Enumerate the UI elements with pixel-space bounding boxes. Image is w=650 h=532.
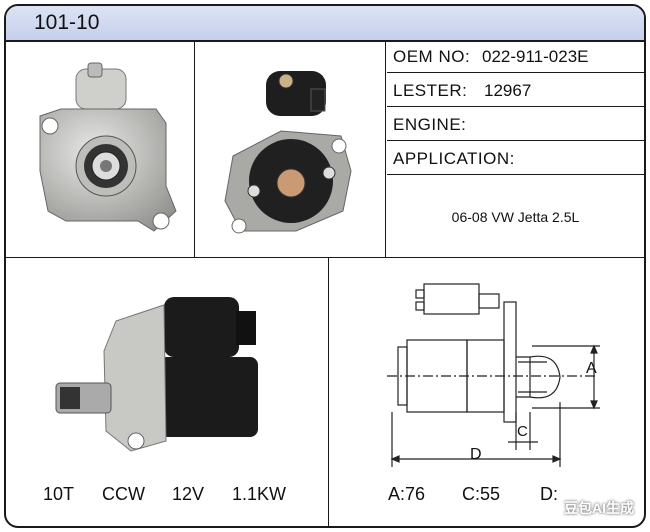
dim-label-a: A [586, 360, 597, 377]
oem-label: OEM NO: [393, 47, 471, 66]
divider [6, 257, 644, 258]
oem-row: OEM NO: 022-911-023E [387, 40, 644, 73]
application-value: 06-08 VW Jetta 2.5L [451, 209, 580, 225]
lester-label: LESTER: [393, 81, 468, 100]
application-label: APPLICATION: [393, 149, 515, 168]
dimension-a: A:76 [388, 484, 426, 504]
starter-side-view-photo [55, 297, 258, 452]
oem-value: 022-911-023E [482, 47, 589, 66]
teeth-count: 10T [43, 484, 75, 504]
engine-label: ENGINE: [393, 115, 467, 134]
divider [194, 40, 195, 258]
header-bar: 101-10 [6, 6, 644, 42]
part-code: 101-10 [34, 11, 100, 34]
lester-row: LESTER: 12967 [387, 74, 644, 107]
voltage-rating: 12V [172, 484, 205, 504]
dimension-c: C:55 [462, 484, 501, 504]
dim-label-c: C [517, 423, 528, 440]
rotation-direction: CCW [102, 484, 145, 504]
starter-dimension-drawing [387, 283, 600, 467]
dimension-d: D: [540, 484, 558, 504]
starter-rear-view-photo [224, 71, 352, 234]
watermark: 豆包AI生成 [564, 500, 634, 516]
power-rating: 1.1KW [232, 484, 287, 504]
application-row: APPLICATION: [387, 142, 644, 175]
engine-row: ENGINE: [387, 108, 644, 141]
divider [328, 257, 329, 526]
product-card: 101-10 OEM NO: 022 [4, 4, 646, 528]
starter-front-view-photo [39, 62, 177, 232]
lester-value: 12967 [484, 81, 532, 100]
divider [385, 40, 386, 258]
dim-label-d: D [470, 446, 482, 463]
